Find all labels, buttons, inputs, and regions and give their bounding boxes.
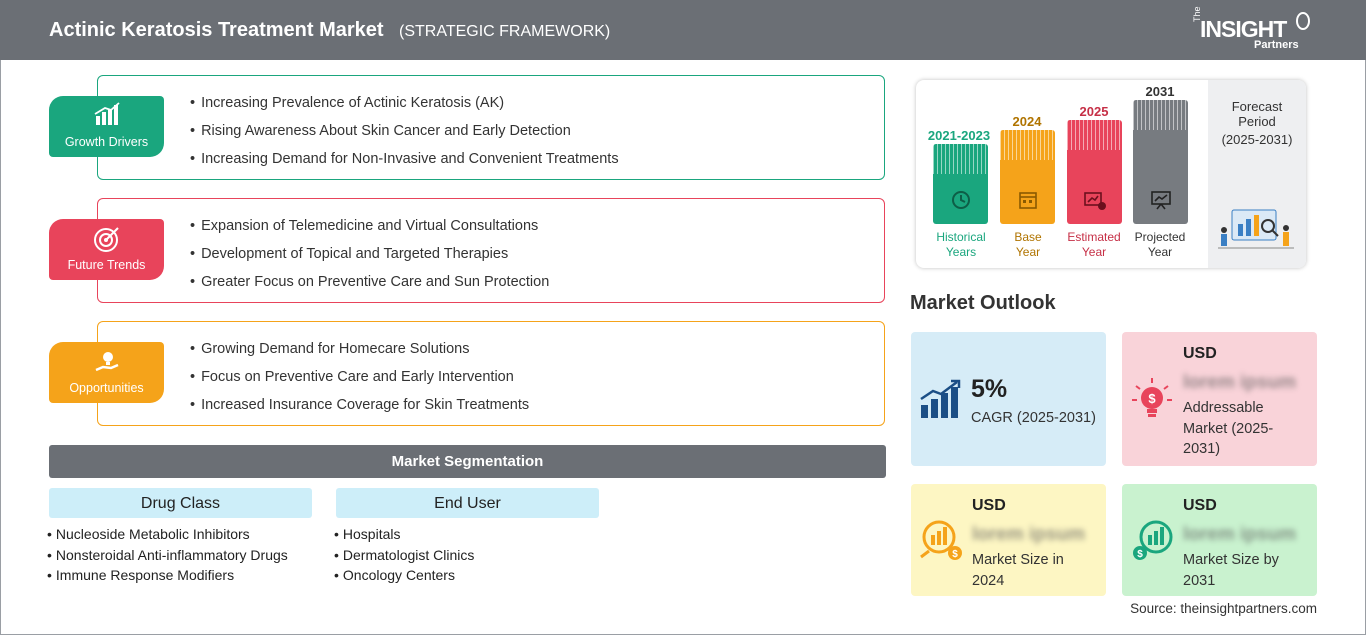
cagr-card: 5% CAGR (2025-2031) (911, 332, 1106, 466)
list-item: Increasing Demand for Non-Invasive and C… (190, 151, 619, 179)
market-size-2031-card: $ USD lorem ipsum Market Size by 2031 (1122, 484, 1317, 596)
list-item: Focus on Preventive Care and Early Inter… (190, 369, 529, 397)
drug-class-list: Nucleoside Metabolic Inhibitors Nonstero… (47, 526, 288, 588)
growth-drivers-box: Increasing Prevalence of Actinic Keratos… (97, 75, 885, 180)
historical-bar (933, 144, 988, 224)
estimated-year-bar (1067, 120, 1122, 224)
svg-text:$: $ (1137, 549, 1143, 560)
list-item: Increased Insurance Coverage for Skin Tr… (190, 397, 529, 425)
list-item: Nonsteroidal Anti-inflammatory Drugs (47, 547, 288, 568)
opportunities-badge: Opportunities (49, 342, 164, 403)
base-year: 2024 (1012, 114, 1042, 129)
size-2024-value-blurred: lorem ipsum (972, 524, 1085, 545)
opportunities-box: Growing Demand for Homecare Solutions Fo… (97, 321, 885, 426)
list-item: Rising Awareness About Skin Cancer and E… (190, 123, 619, 151)
future-trends-label: Future Trends (67, 258, 146, 272)
list-item: Development of Topical and Targeted Ther… (190, 246, 549, 274)
addressable-market-card: $ USD lorem ipsum Addressable Market (20… (1122, 332, 1317, 466)
size-2024-label: Market Size in 2024 (972, 552, 1064, 589)
drug-class-heading: Drug Class (49, 488, 312, 518)
list-item: Hospitals (334, 526, 474, 547)
list-item: Nucleoside Metabolic Inhibitors (47, 526, 288, 547)
cagr-label: CAGR (2025-2031) (971, 410, 1096, 426)
future-trends-box: Expansion of Telemedicine and Virtual Co… (97, 198, 885, 303)
svg-text:$: $ (952, 549, 958, 560)
page-title: Actinic Keratosis Treatment Market (49, 19, 384, 41)
estimated-year: 2025 (1079, 104, 1109, 119)
dollar-lightbulb-icon: $ (1132, 378, 1172, 417)
addressable-label: Addressable Market (2025-2031) (1183, 400, 1274, 457)
future-trends-badge: Future Trends (49, 219, 164, 280)
target-icon (94, 227, 119, 252)
growth-chart-icon (94, 102, 120, 125)
list-item: Expansion of Telemedicine and Virtual Co… (190, 218, 549, 246)
size-2031-usd: USD (1183, 497, 1217, 514)
list-item: Greater Focus on Preventive Care and Sun… (190, 274, 549, 302)
list-item: Immune Response Modifiers (47, 567, 288, 588)
growth-drivers-list: Increasing Prevalence of Actinic Keratos… (190, 95, 619, 179)
header-bar: Actinic Keratosis Treatment Market (STRA… (0, 0, 1366, 60)
svg-text:$: $ (1148, 391, 1156, 406)
forecast-label: Forecast (1231, 99, 1283, 114)
projected-year: 2031 (1145, 84, 1175, 99)
list-item: Growing Demand for Homecare Solutions (190, 341, 529, 369)
page-subtitle: (STRATEGIC FRAMEWORK) (399, 23, 611, 40)
presentation-board-icon (1150, 191, 1171, 210)
list-item: Increasing Prevalence of Actinic Keratos… (190, 95, 619, 123)
end-user-list: Hospitals Dermatologist Clinics Oncology… (334, 526, 474, 588)
source-citation: Source: theinsightpartners.com (1130, 601, 1317, 616)
money-chart-icon: $ (1133, 520, 1173, 560)
calendar-icon (1018, 192, 1037, 209)
timeline-panel: Forecast Period (2025-2031) 2021-2023 Hi… (916, 80, 1306, 268)
addressable-value-blurred: lorem ipsum (1183, 372, 1296, 393)
end-user-heading: End User (336, 488, 599, 518)
addressable-usd: USD (1183, 345, 1217, 362)
historical-year: 2021-2023 (927, 128, 991, 143)
hand-lightbulb-icon (95, 352, 119, 372)
market-segmentation-header: Market Segmentation (49, 445, 886, 478)
history-icon (951, 191, 970, 209)
money-growth-icon: $ (920, 520, 962, 560)
size-2031-value-blurred: lorem ipsum (1183, 524, 1296, 545)
estimate-chart-icon (1083, 192, 1106, 210)
size-2024-usd: USD (972, 497, 1006, 514)
insight-partners-logo: The INSIGHT Partners (1192, 6, 1312, 54)
cagr-value: 5% (971, 375, 1008, 403)
size-2031-label: Market Size by 2031 (1183, 552, 1279, 589)
growth-drivers-label: Growth Drivers (64, 135, 149, 149)
period-label: Period (1238, 114, 1276, 129)
analytics-people-icon (1218, 209, 1294, 249)
future-trends-list: Expansion of Telemedicine and Virtual Co… (190, 218, 549, 302)
opportunities-list: Growing Demand for Homecare Solutions Fo… (190, 341, 529, 425)
growth-bars-icon (920, 379, 961, 418)
list-item: Oncology Centers (334, 567, 474, 588)
forecast-period-panel: Forecast Period (2025-2031) (1208, 80, 1306, 268)
base-year-bar (1000, 130, 1055, 224)
forecast-range: (2025-2031) (1221, 132, 1293, 147)
list-item: Dermatologist Clinics (334, 547, 474, 568)
opportunities-label: Opportunities (69, 381, 144, 395)
projected-year-bar (1133, 100, 1188, 224)
market-size-2024-card: $ USD lorem ipsum Market Size in 2024 (911, 484, 1106, 596)
market-outlook-title: Market Outlook (910, 292, 1056, 314)
growth-drivers-badge: Growth Drivers (49, 96, 164, 157)
